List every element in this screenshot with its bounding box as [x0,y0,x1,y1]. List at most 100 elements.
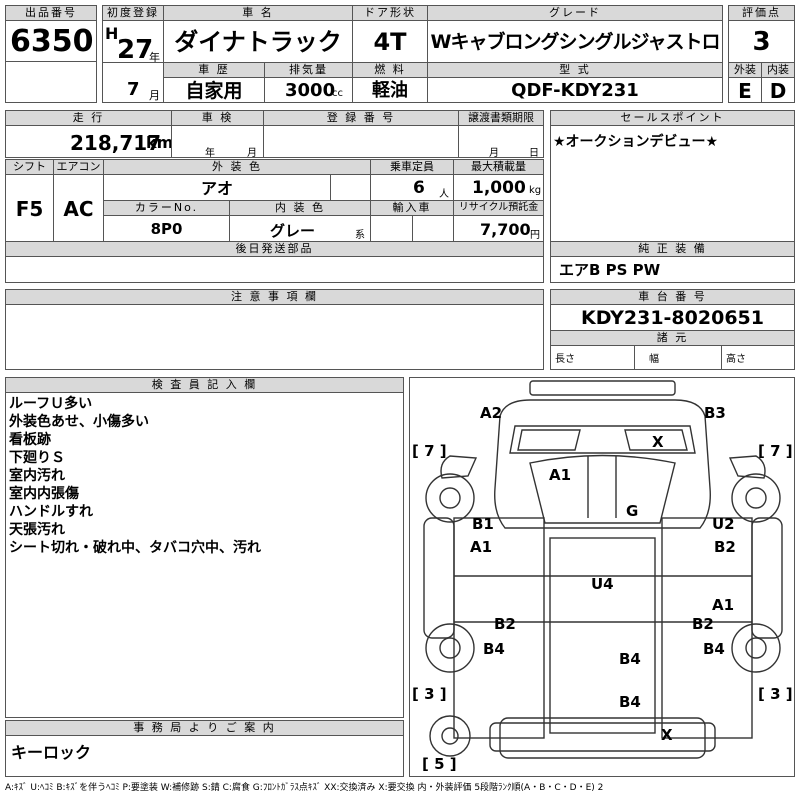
tire-tread-rear-left: [ 3 ] [412,685,447,703]
import-header: 輸入車 [370,200,454,216]
damage-mark: B4 [619,650,641,668]
damage-mark: U2 [712,515,735,533]
damage-mark: G [626,502,639,520]
interior-score: D [761,77,795,103]
inspector-line: 室内汚れ [9,468,65,484]
displacement-unit: cc [332,88,343,99]
capacity-header: 乗車定員 [370,159,454,175]
damage-mark: B4 [703,640,725,658]
chassis-header: 車 台 番 号 [550,289,795,305]
grade-header: グレード [427,5,723,21]
inspector-line: ハンドルすれ [9,504,93,520]
recycle-unit: 円 [530,230,540,241]
sales-point-header: セールスポイント [550,110,795,126]
spec-header: 諸 元 [550,330,795,346]
tire-tread-front-left: [ 7 ] [412,442,447,460]
transfer-month: 月 [489,148,499,158]
ac-header: エアコン [53,159,104,175]
damage-mark: A1 [712,596,735,614]
inspector-line: ルーフＵ多い [9,396,93,412]
damage-mark: B2 [494,615,516,633]
exterior-header: 外装 [728,62,762,78]
damage-mark: B2 [692,615,714,633]
inspection-month-unit: 月 [247,148,257,158]
capacity-unit: 人 [439,189,449,200]
legend: A:ｷｽﾞ U:ﾍｺﾐ B:ｷｽﾞを伴うﾍｺﾐ P:要塗装 W:補修跡 S:錆 … [5,783,604,793]
car-name: ダイナトラック [163,20,353,63]
damage-mark: A1 [470,538,493,556]
first-reg-year: H 27 年 [102,20,164,63]
displacement: 3000 [285,80,336,101]
inspection-cell: 年 月 [171,125,264,158]
color-no: 8P0 [103,215,230,242]
inspector-line: 室内内張傷 [9,486,79,502]
int-color-cell: グレー 系 [229,215,371,242]
int-color: グレー [270,222,316,240]
door-type: 4T [352,20,428,63]
damage-mark: B4 [619,693,641,711]
month-unit: 月 [149,89,160,102]
reg-month: 7 [127,79,140,100]
score-header: 評価点 [728,5,795,21]
fuel: 軽油 [352,77,428,103]
year-unit: 年 [149,51,160,63]
color: アオ [103,174,331,201]
displacement-cell: 3000 cc [264,77,353,103]
transfer-cell: 月 日 [458,125,544,158]
tire-tread-spare: [ 5 ] [422,755,457,773]
score: 3 [728,20,795,63]
max-load-header: 最大積載量 [453,159,544,175]
transfer-header: 譲渡書類期限 [458,110,544,126]
color-blank [330,174,371,201]
office-header: 事 務 局 よ り ご 案 内 [5,720,404,736]
max-load-unit: kg [529,185,542,196]
transfer-day: 日 [529,148,539,158]
inspector-lines: ルーフＵ多い 外装色あせ、小傷多い 看板跡 下廻りＳ 室内汚れ 室内内張傷 ハン… [6,393,403,557]
damage-mark: B2 [714,538,736,556]
mileage-unit: km [146,133,172,152]
shift: F5 [5,174,54,242]
import-a [370,215,413,242]
spec-length: 長さ [550,345,635,370]
sales-point-box: ★オークションデビュー★ [550,125,795,242]
mileage-header: 走 行 [5,110,172,126]
era: H [105,24,119,43]
damage-mark: X [661,726,673,744]
max-load: 1,000 [472,178,526,198]
inspection-year-unit: 年 [205,148,215,158]
import-b [412,215,454,242]
color-header: 外 装 色 [103,159,371,175]
reg-number-header: 登 録 番 号 [263,110,459,126]
damage-mark: B4 [483,640,505,658]
lot-number-header: 出品番号 [5,5,97,21]
recycle-header: リサイクル預託金 [453,200,544,216]
spec-width: 幅 [634,345,722,370]
model: QDF-KDY231 [427,77,723,103]
int-color-header: 内 装 色 [229,200,371,216]
ac: AC [53,174,104,242]
recycle: 7,700 [480,220,531,239]
inspector-header: 検 査 員 記 入 欄 [5,377,404,393]
first-reg-header: 初度登録 [102,5,164,21]
capacity: 6 [413,178,425,198]
door-header: ドア形状 [352,5,428,21]
damage-mark: A1 [549,466,572,484]
reg-year: 27 [117,35,154,63]
grade: Wキャブロングシングルジャストロ [427,20,723,63]
equipment-header: 純 正 装 備 [550,241,795,257]
model-header: 型 式 [427,62,723,78]
history-header: 車 歴 [163,62,265,78]
capacity-cell: 6 人 [370,174,454,201]
mileage: 218,717 [70,131,162,155]
shift-header: シフト [5,159,54,175]
notes-header: 注 意 事 項 欄 [5,289,544,305]
displacement-header: 排気量 [264,62,353,78]
recycle-cell: 7,700 円 [453,215,544,242]
inspector-line: 下廻りＳ [9,450,65,466]
damage-mark: B1 [472,515,494,533]
tire-tread-front-right: [ 7 ] [758,442,793,460]
color-no-header: カラーNo. [103,200,230,216]
damage-diagram: A2 B3 X A1 G B1 U2 A1 B2 U4 A1 B2 B2 B4 … [409,377,795,777]
lot-blank [5,61,97,103]
equipment: エアB PS PW [550,256,795,283]
